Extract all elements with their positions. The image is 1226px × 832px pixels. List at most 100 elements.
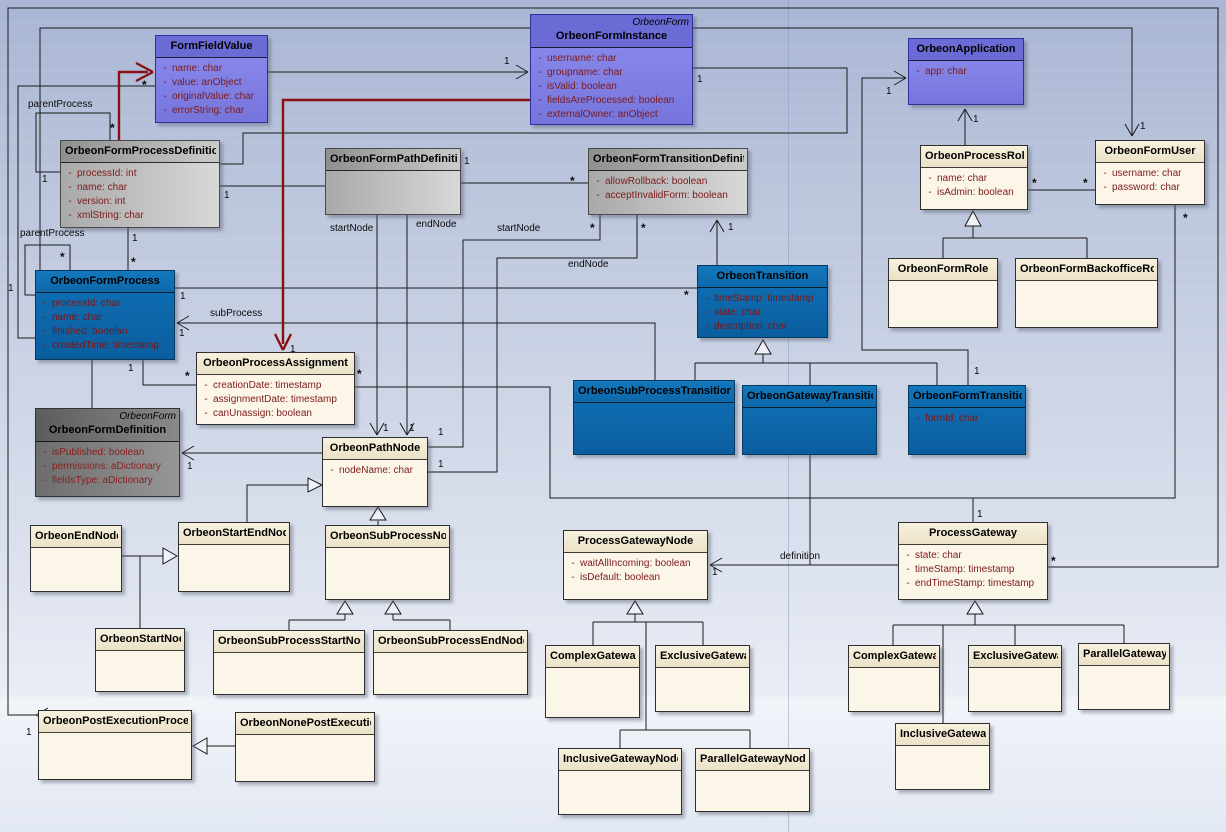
class-attributes: [96, 651, 184, 691]
visibility-private-icon: -: [68, 210, 72, 221]
visibility-private-icon: -: [705, 293, 709, 304]
attribute-text: app: char: [925, 66, 967, 77]
class-box-ProcessGateway[interactable]: ProcessGateway-state: char-timeStamp: ti…: [898, 522, 1048, 600]
class-box-OrbeonStartNode[interactable]: OrbeonStartNode: [95, 628, 185, 692]
class-box-OrbeonProcessAssignment[interactable]: OrbeonProcessAssignment -creationDate: ti…: [196, 352, 355, 425]
attribute-text: processId: int: [77, 168, 137, 179]
class-box-ParallelGatewayNode[interactable]: ParallelGatewayNode: [695, 748, 810, 812]
class-attributes: [326, 548, 449, 599]
class-attributes: -processId: int-name: char-version: int-…: [61, 163, 219, 227]
class-name: OrbeonNonePostExecution: [240, 717, 371, 729]
class-attributes: -name: char-value: anObject-originalValu…: [156, 58, 267, 122]
class-box-OrbeonSubProcessNode[interactable]: OrbeonSubProcessNode: [325, 525, 450, 600]
class-box-OrbeonApplication[interactable]: OrbeonApplication-app: char: [908, 38, 1024, 105]
class-box-OrbeonFormPathDefinition[interactable]: OrbeonFormPathDefinition: [325, 148, 461, 215]
class-attributes: -username: char-groupname: char-isValid:…: [531, 48, 692, 124]
multiplicity-label: 1: [886, 86, 892, 97]
attribute-text: finished: booelan: [52, 326, 128, 337]
class-box-ParallelGateway[interactable]: ParallelGateway: [1078, 643, 1170, 710]
role-label: subProcess: [210, 308, 263, 319]
class-box-OrbeonFormRole[interactable]: OrbeonFormRole: [888, 258, 998, 328]
class-name: OrbeonSubProcessStartNode: [218, 635, 361, 647]
visibility-private-icon: -: [163, 77, 167, 88]
class-name: OrbeonFormTransitionDefinition: [593, 153, 744, 165]
class-box-OrbeonFormProcess[interactable]: OrbeonFormProcess-processId: char-name: …: [35, 270, 175, 360]
role-label: endNode: [568, 259, 609, 270]
class-name: ProcessGateway: [928, 527, 1018, 539]
attribute-text: groupname: char: [547, 67, 623, 78]
class-header: ProcessGatewayNode: [564, 531, 707, 553]
visibility-private-icon: -: [705, 321, 709, 332]
class-box-OrbeonNonePostExecution[interactable]: OrbeonNonePostExecution: [235, 712, 375, 782]
class-attribute: -isAdmin: boolean: [923, 186, 1025, 200]
attribute-text: waitAllIncoming: boolean: [580, 558, 691, 569]
class-box-OrbeonSubProcessStartNode[interactable]: OrbeonSubProcessStartNode: [213, 630, 365, 695]
class-box-OrbeonPathNode[interactable]: OrbeonPathNode-nodeName: char: [322, 437, 428, 507]
role-label: startNode: [330, 223, 374, 234]
class-box-OrbeonFormBackofficeRole[interactable]: OrbeonFormBackofficeRole: [1015, 258, 1158, 328]
class-name: OrbeonEndNode: [35, 530, 118, 542]
class-attribute: -acceptInvalidForm: boolean: [591, 189, 745, 203]
visibility-private-icon: -: [43, 475, 47, 486]
class-attributes: [559, 771, 681, 814]
visibility-private-icon: -: [538, 53, 542, 64]
class-name: ComplexGateway: [853, 650, 936, 662]
class-box-OrbeonTransition[interactable]: OrbeonTransition-timeStamp: timestamp-st…: [697, 265, 828, 338]
class-attribute: -externalOwner: anObject: [533, 108, 690, 122]
class-box-OrbeonSubProcessTransition[interactable]: OrbeonSubProcessTransition: [573, 380, 735, 455]
class-box-OrbeonSubProcessEndNode[interactable]: OrbeonSubProcessEndNode: [373, 630, 528, 695]
class-box-OrbeonPostExecutionProcess[interactable]: OrbeonPostExecutionProcess: [38, 710, 192, 780]
multiplicity-label: 1: [179, 328, 185, 339]
class-header: OrbeonSubProcessEndNode: [374, 631, 527, 653]
class-box-OrbeonStartEndNode[interactable]: OrbeonStartEndNode: [178, 522, 290, 592]
attribute-text: isAdmin: boolean: [937, 187, 1014, 198]
class-box-ComplexGateway[interactable]: ComplexGateway: [848, 645, 940, 712]
class-box-ProcessGatewayNode[interactable]: ProcessGatewayNode-waitAllIncoming: bool…: [563, 530, 708, 600]
class-header: OrbeonPathNode: [323, 438, 427, 460]
class-name: OrbeonApplication: [916, 43, 1016, 55]
class-header: OrbeonSubProcessTransition: [574, 381, 734, 403]
class-name: OrbeonFormProcess: [50, 275, 160, 287]
class-header: OrbeonPostExecutionProcess: [39, 711, 191, 733]
attribute-text: formId: char: [925, 413, 979, 424]
class-attribute: -finished: booelan: [38, 325, 172, 339]
class-attributes: [1016, 281, 1157, 327]
class-box-InclusiveGatewayNode[interactable]: InclusiveGatewayNode: [558, 748, 682, 815]
class-box-OrbeonFormUser[interactable]: OrbeonFormUser-username: char-password: …: [1095, 140, 1205, 205]
class-box-InclusiveGateway[interactable]: InclusiveGateway: [895, 723, 990, 790]
class-box-OrbeonFormTransitionDefinition[interactable]: OrbeonFormTransitionDefinition-allowRoll…: [588, 148, 748, 215]
visibility-private-icon: -: [204, 408, 208, 419]
class-box-FormFieldValue[interactable]: FormFieldValue-name: char-value: anObjec…: [155, 35, 268, 123]
class-box-ComplexGatewayNode[interactable]: ComplexGatewayNode: [545, 645, 640, 718]
class-box-ExclusiveGatewayNode[interactable]: ExclusiveGatewayNode: [655, 645, 750, 712]
class-attribute: -endTimeStamp: timestamp: [901, 577, 1045, 591]
class-attribute: -fieldsType: aDictionary: [38, 474, 177, 488]
class-box-OrbeonFormTransition[interactable]: OrbeonFormTransition-formId: char: [908, 385, 1026, 455]
class-box-ExclusiveGateway[interactable]: ExclusiveGateway: [968, 645, 1062, 712]
class-header: OrbeonFormPathDefinition: [326, 149, 460, 171]
multiplicity-label: *: [641, 221, 646, 235]
class-attributes: -username: char-password: char: [1096, 163, 1204, 204]
class-attribute: -creationDate: timestamp: [199, 379, 352, 393]
class-header: OrbeonStartEndNode: [179, 523, 289, 545]
multiplicity-label: 1: [438, 459, 444, 470]
class-box-OrbeonProcessRole[interactable]: OrbeonProcessRole-name: char-isAdmin: bo…: [920, 145, 1028, 210]
class-box-OrbeonGatewayTransition[interactable]: OrbeonGatewayTransition: [742, 385, 877, 455]
class-header: OrbeonTransition: [698, 266, 827, 288]
attribute-text: allowRollback: boolean: [605, 176, 708, 187]
class-header: OrbeonFormTransitionDefinition: [589, 149, 747, 171]
class-box-OrbeonFormProcessDefinition[interactable]: OrbeonFormProcessDefinition-processId: i…: [60, 140, 220, 228]
class-name: ProcessGatewayNode: [577, 535, 694, 547]
dependency-lines-maroon: [117, 61, 530, 351]
class-box-OrbeonEndNode[interactable]: OrbeonEndNode: [30, 525, 122, 592]
class-header: InclusiveGateway: [896, 724, 989, 746]
class-attributes: -creationDate: timestamp-assignmentDate:…: [197, 375, 354, 424]
class-attribute: -assignmentDate: timestamp: [199, 393, 352, 407]
class-attributes: -name: char-isAdmin: boolean: [921, 168, 1027, 209]
attribute-text: assignmentDate: timestamp: [213, 394, 337, 405]
class-attribute: -username: char: [533, 52, 690, 66]
class-name: OrbeonProcessAssignment: [203, 357, 348, 369]
